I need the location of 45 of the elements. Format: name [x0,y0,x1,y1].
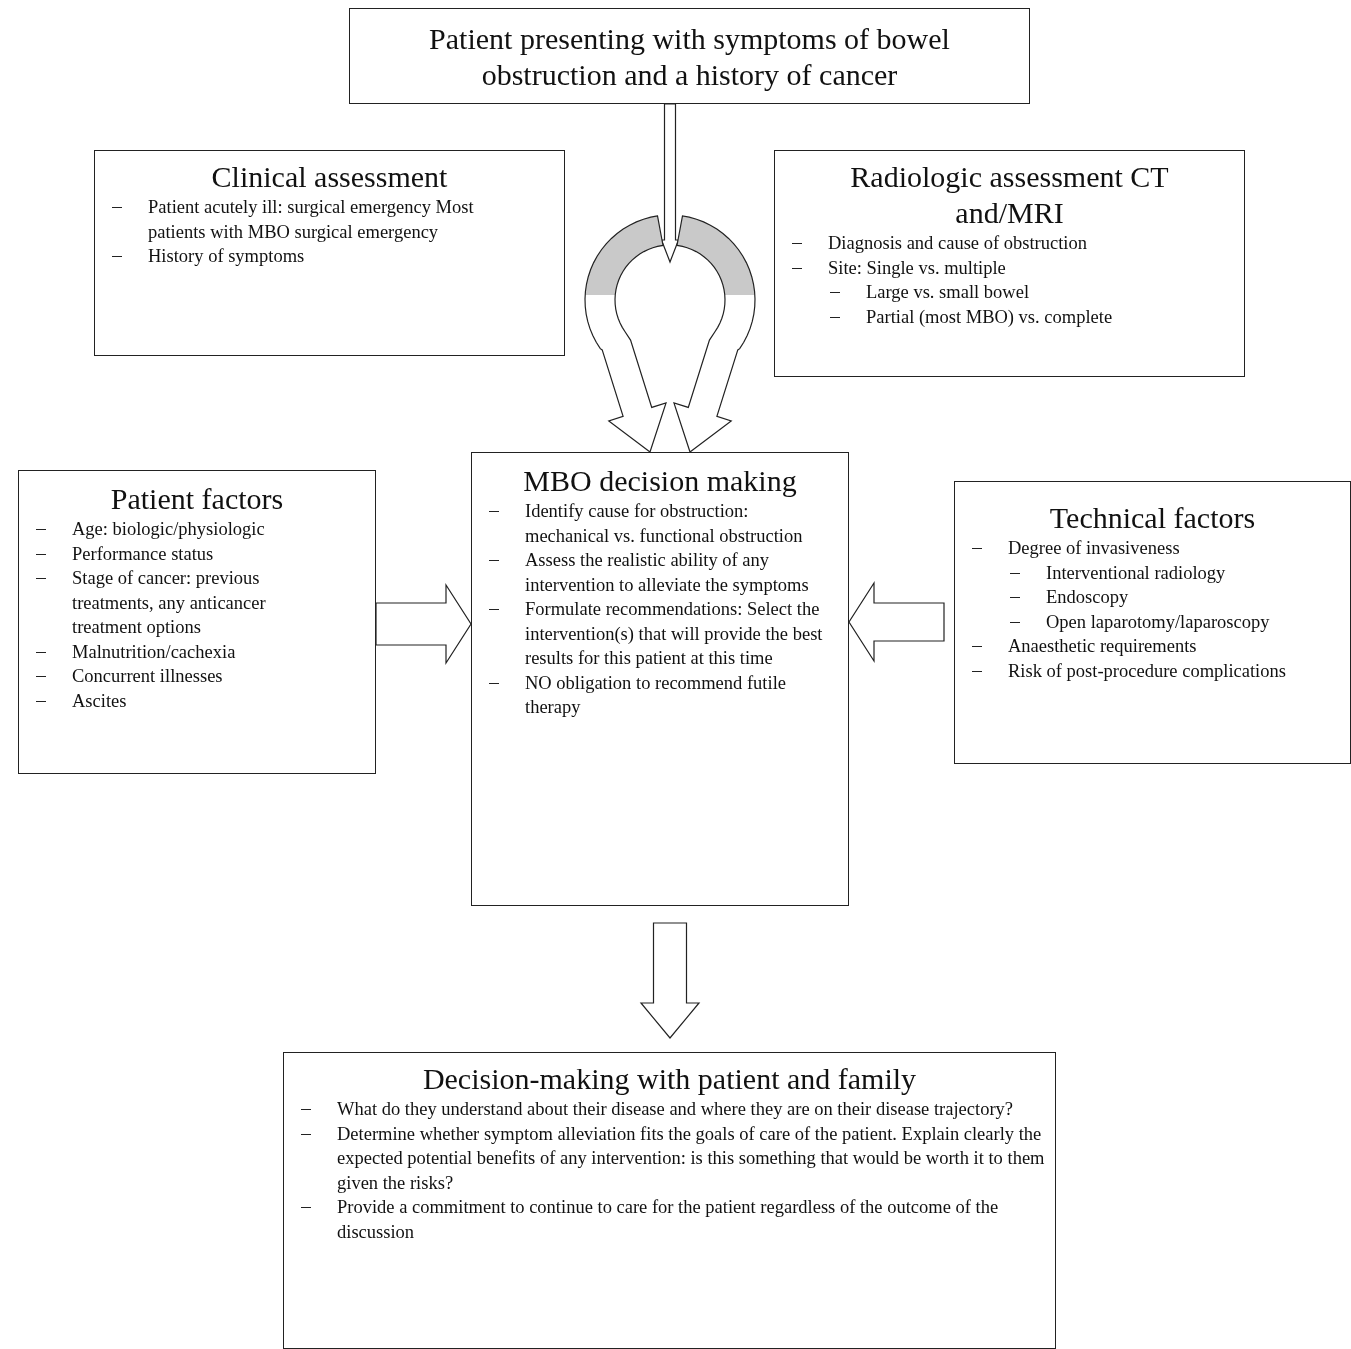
process-box [283,1052,1056,1349]
box-heading: Patient factors [109,481,285,517]
bullet-text: Degree of invasiveness [1008,537,1181,560]
bullet-text: Identify cause for obstruction: mechanical vs. functional obstruction [525,500,804,548]
bullet-text: Open laparotomy/laparoscopy [1046,610,1271,634]
bullet-text: Interventional radiology [1046,561,1227,585]
bullet-text: Patient acutely ill: surgical emergency Most patients with MBO surgical emergency [148,196,475,244]
block-arrow [660,103,680,264]
bullet-text: Endoscopy [1046,586,1130,609]
box-heading: Decision-making with patient and family [421,1061,918,1097]
block-arrow [848,580,945,664]
process-box [18,470,376,774]
bullet-text: Diagnosis and cause of obstruction [828,232,1088,255]
bullet-text: Concurrent illnesses [72,665,224,688]
curved-arrow [584,215,667,453]
bullet-text: NO obligation to recommend futile therapy [525,671,787,719]
process-box [349,8,1030,104]
bullet-text: Provide a commitment to continue to care for the patient regardless of the outcome of the discussion [337,1196,1000,1244]
block-arrow [375,582,472,666]
box-heading: Clinical assessment [210,159,449,195]
bullet-text: Ascites [72,689,128,713]
bullet-text: Malnutrition/cachexia [72,640,237,664]
process-box [954,481,1351,764]
block-arrow [639,922,701,1039]
bullet-text: Performance status [72,542,215,566]
bullet-text: Site: Single vs. multiple [828,256,1007,280]
process-box [94,150,565,356]
process-box [471,452,849,906]
curved-arrow [673,215,756,453]
bullet-text: Anaesthetic requirements [1008,635,1198,658]
box-heading: Technical factors [1048,500,1257,536]
bullet-text: Large vs. small bowel [866,281,1031,304]
box-heading: Radiologic assessment CT and/MRI [849,159,1170,231]
bullet-text: Formulate recommendations: Select the intervention(s) that will provide the best results for this patient at this time [525,598,824,670]
box-heading: MBO decision making [522,463,798,499]
process-box [774,150,1245,377]
bullet-text: Age: biologic/physiologic [72,518,266,541]
bullet-text: History of symptoms [148,245,306,268]
bullet-text: Partial (most MBO) vs. complete [866,305,1114,329]
bullet-text: Stage of cancer: previous treatments, any anticancer treatment options [72,567,267,639]
bullet-text: What do they understand about their disease and where they are on their disease trajectory? [337,1098,1014,1121]
bullet-text: Risk of post-procedure complications [1008,659,1287,683]
box-text: Patient presenting with symptoms of bowel obstruction and a history of cancer [428,21,951,93]
bullet-text: Assess the realistic ability of any intervention to alleviate the symptoms [525,549,810,597]
bullet-text: Determine whether symptom alleviation fits the goals of care of the patient. Explain clearly the expected potential benefits of any intervention: is this something that would be worth it to them given the risks? [337,1122,1046,1195]
